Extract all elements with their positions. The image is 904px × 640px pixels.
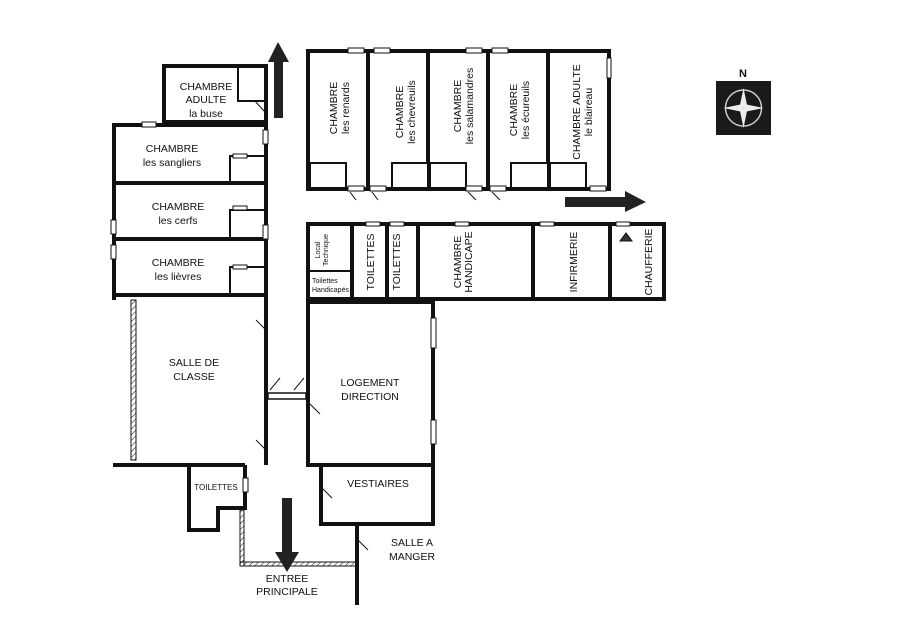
- svg-text:ENTREE: ENTREE: [266, 573, 309, 585]
- room-toilettes-handicapes: Toilettes Handicapés: [312, 278, 349, 294]
- svg-text:la buse: la buse: [189, 108, 223, 120]
- svg-text:CHAMBRE: CHAMBRE: [452, 236, 464, 289]
- room-salle-de-classe: SALLE DE CLASSE: [112, 295, 268, 467]
- room-chambre-les-chevreuils: CHAMBRE les chevreuils: [394, 80, 418, 144]
- svg-text:Local: Local: [315, 241, 322, 258]
- arrow-down-icon: [275, 498, 299, 572]
- room-chambre-adulte-la-buse: CHAMBRE ADULTE la buse: [162, 64, 268, 124]
- arrow-right-icon: [565, 191, 646, 212]
- svg-text:CHAMBRE: CHAMBRE: [180, 81, 233, 93]
- arrow-up-icon: [268, 42, 289, 118]
- room-logement-direction: LOGEMENT DIRECTION: [306, 300, 437, 467]
- room-chambre-les-ecureuils: CHAMBRE les écureuils: [508, 81, 532, 139]
- svg-text:CLASSE: CLASSE: [173, 371, 214, 383]
- entrance: ENTREE PRINCIPALE: [239, 509, 357, 598]
- room-toilettes-entree: TOILETTES: [187, 465, 249, 532]
- svg-text:les écureuils: les écureuils: [520, 81, 532, 139]
- svg-text:CHAMBRE: CHAMBRE: [152, 257, 205, 269]
- svg-text:les renards: les renards: [340, 82, 352, 134]
- room-salle-a-manger: SALLE A MANGER: [355, 524, 436, 605]
- room-toilettes-1: TOILETTES: [365, 234, 377, 291]
- svg-text:CHAMBRE: CHAMBRE: [452, 80, 464, 133]
- svg-text:PRINCIPALE: PRINCIPALE: [256, 586, 318, 598]
- svg-text:SALLE A: SALLE A: [391, 537, 433, 549]
- middle-wing: Local Technique Toilettes Handicapés TOI…: [306, 221, 666, 301]
- svg-text:HANDICAPE: HANDICAPE: [463, 231, 475, 292]
- svg-text:les salamandres: les salamandres: [464, 68, 476, 144]
- room-chaufferie: CHAUFFERIE: [643, 228, 655, 295]
- svg-text:CHAMBRE: CHAMBRE: [394, 86, 406, 139]
- svg-text:SALLE DE: SALLE DE: [169, 357, 219, 369]
- svg-text:Technique: Technique: [323, 234, 330, 266]
- svg-text:les chevreuils: les chevreuils: [406, 80, 418, 144]
- svg-text:ADULTE: ADULTE: [186, 94, 227, 106]
- room-chambre-les-renards: CHAMBRE les renards: [328, 82, 352, 135]
- room-chambre-adulte-le-blaireau: CHAMBRE ADULTE le blaireau: [571, 64, 595, 160]
- svg-text:LOGEMENT: LOGEMENT: [341, 377, 401, 389]
- svg-text:les lièvres: les lièvres: [155, 271, 202, 283]
- svg-text:les sangliers: les sangliers: [143, 157, 201, 169]
- room-local-technique: Local Technique: [315, 234, 330, 266]
- room-chambre-handicape: CHAMBRE HANDICAPE: [452, 231, 475, 292]
- room-chambre-les-cerfs: CHAMBRE les cerfs: [110, 181, 268, 241]
- corridor-left: [262, 100, 307, 400]
- room-chambre-les-salamandres: CHAMBRE les salamandres: [452, 68, 476, 144]
- room-vestiaires: VESTIAIRES: [319, 463, 435, 526]
- svg-text:CHAMBRE: CHAMBRE: [152, 201, 205, 213]
- svg-text:CHAMBRE: CHAMBRE: [146, 143, 199, 155]
- svg-text:N: N: [739, 68, 747, 80]
- svg-text:les cerfs: les cerfs: [158, 215, 197, 227]
- svg-text:CHAMBRE: CHAMBRE: [508, 84, 520, 137]
- room-infirmerie: INFIRMERIE: [568, 232, 580, 293]
- svg-text:CHAMBRE: CHAMBRE: [328, 82, 340, 135]
- boiler-icon: [619, 232, 633, 242]
- svg-text:le blaireau: le blaireau: [583, 88, 595, 137]
- room-chambre-les-sangliers: CHAMBRE les sangliers: [112, 121, 268, 185]
- svg-text:CHAMBRE ADULTE: CHAMBRE ADULTE: [571, 64, 583, 160]
- room-toilettes-2: TOILETTES: [391, 234, 403, 291]
- svg-text:Handicapés: Handicapés: [312, 287, 349, 294]
- compass-icon: N: [716, 68, 771, 135]
- svg-text:VESTIAIRES: VESTIAIRES: [347, 478, 409, 490]
- svg-text:MANGER: MANGER: [389, 551, 436, 563]
- top-wing: CHAMBRE les renards CHAMBRE les chevreui…: [306, 47, 612, 201]
- room-chambre-les-lievres: CHAMBRE les lièvres: [110, 237, 268, 297]
- svg-text:Toilettes: Toilettes: [312, 278, 338, 285]
- svg-text:TOILETTES: TOILETTES: [194, 483, 237, 492]
- svg-text:DIRECTION: DIRECTION: [341, 391, 399, 403]
